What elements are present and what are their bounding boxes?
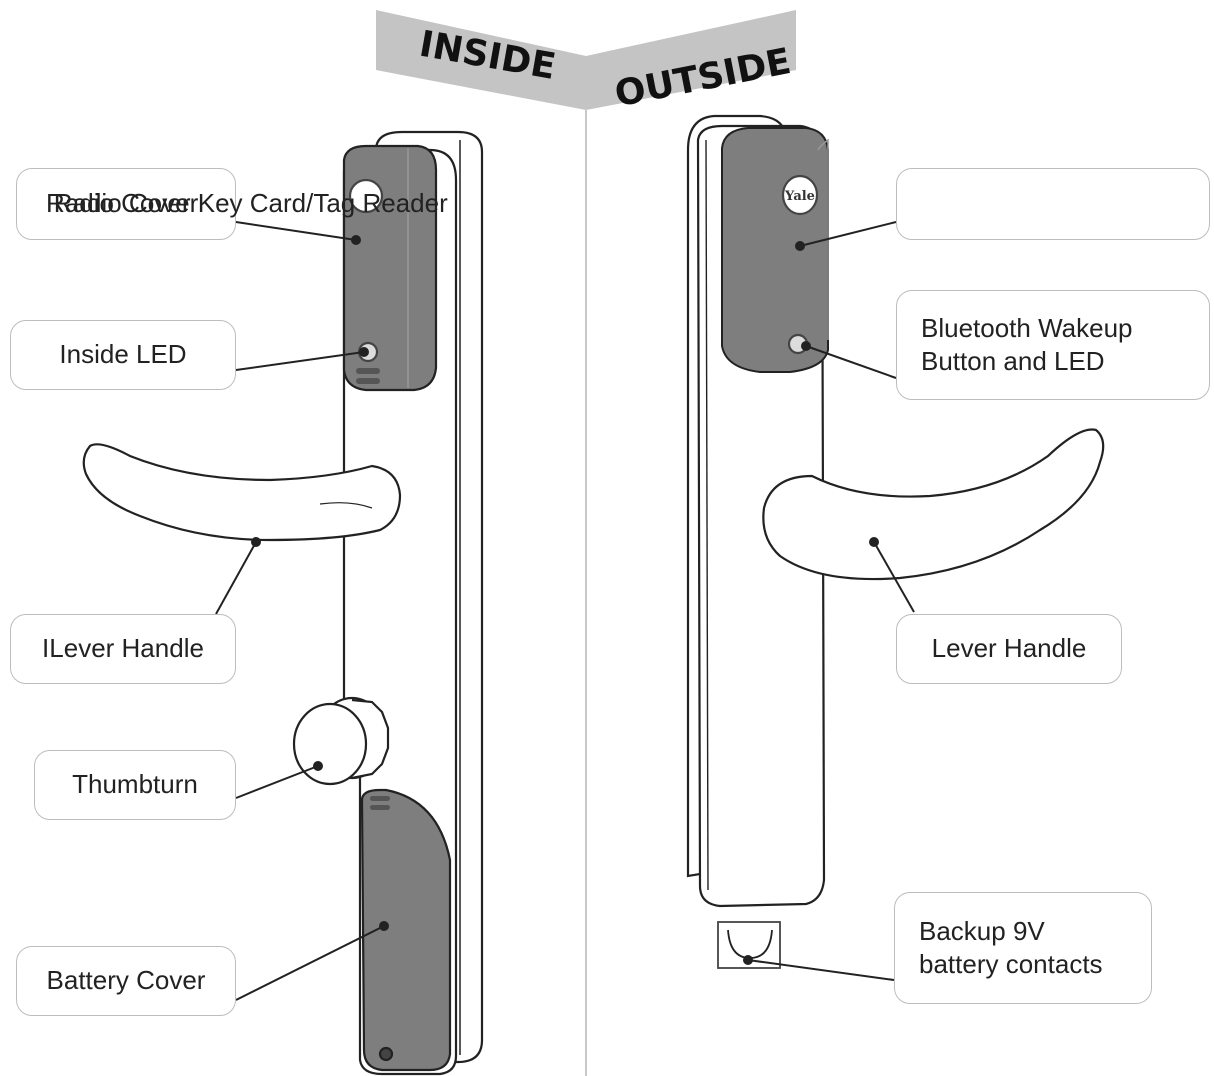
inside-lock-device: [82, 130, 484, 1076]
radio-cover-label: Radio Cover: [16, 168, 236, 240]
radio-cover-overlay-text: Radio Cover Key Card/Tag Reader: [46, 188, 448, 218]
backup-battery-label: Backup 9V battery contacts: [894, 892, 1152, 1004]
battery-cover-module: [360, 788, 452, 1072]
thumbturn-knob: [292, 696, 390, 786]
inside-lever-handle-label: ILever Handle: [10, 614, 236, 684]
battery-cover-leader: [235, 925, 385, 1001]
yale-logo-badge: [781, 174, 819, 216]
thumbturn-label-text: Thumbturn: [72, 769, 198, 800]
outside-reader-leader: [799, 221, 897, 247]
inside-led-label-text: Inside LED: [59, 339, 187, 370]
inside-led-leader: [235, 351, 365, 371]
battery-cover-label-text: Battery Cover: [46, 965, 206, 996]
thumbturn-label: Thumbturn: [34, 750, 236, 820]
outside-lever-handle-label: Lever Handle: [896, 614, 1122, 684]
radio-cover-logo-circle: [348, 178, 384, 214]
outside-reader-label: [896, 168, 1210, 240]
outside-lever-leader: [873, 541, 915, 613]
outside-lever-handle-label-text: Lever Handle: [931, 633, 1087, 664]
outside-lock-device: Yale: [686, 114, 1105, 969]
inside-led-label: Inside LED: [10, 320, 236, 390]
inside-lever-leader: [215, 541, 257, 615]
leader-lines: [215, 221, 915, 1001]
bluetooth-wakeup-line2: Button and LED: [921, 346, 1105, 376]
outside-banner: [586, 10, 796, 110]
bluetooth-leader: [805, 345, 897, 379]
inside-banner: [376, 10, 586, 110]
outside-lever-handle: [762, 428, 1105, 581]
radio-cover-label-text: Radio Cover: [53, 188, 199, 219]
outside-dark-module: [721, 127, 829, 373]
inside-outside-banner: INSIDE OUTSIDE: [376, 10, 796, 115]
battery-cover-label: Battery Cover: [16, 946, 236, 1016]
backup-contacts-leader: [747, 959, 895, 981]
inside-lever-handle-label-text: ILever Handle: [42, 633, 204, 664]
radio-cover-leader: [235, 221, 357, 241]
inside-lever-handle: [82, 443, 402, 542]
bluetooth-wakeup-label: Bluetooth Wakeup Button and LED: [896, 290, 1210, 400]
backup-battery-line1: Backup 9V: [919, 915, 1045, 946]
yale-logo-text: Yale: [784, 189, 815, 204]
bluetooth-wakeup-line1: Bluetooth Wakeup: [921, 312, 1133, 343]
backup-battery-line2: battery contacts: [919, 949, 1103, 979]
thumbturn-leader: [235, 765, 319, 799]
